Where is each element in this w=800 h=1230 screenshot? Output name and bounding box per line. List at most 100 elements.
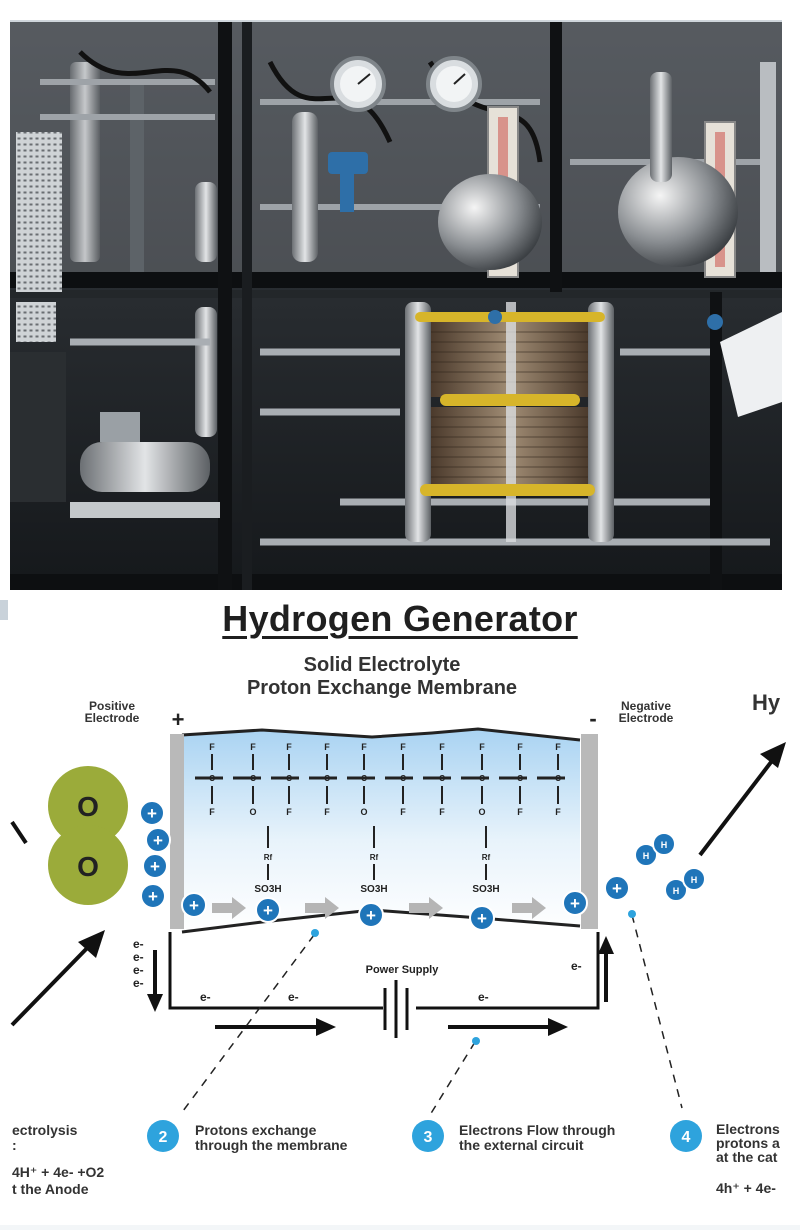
fluorine-label: F — [439, 807, 445, 817]
step-4-number: 4 — [682, 1129, 691, 1146]
leader-lines — [179, 914, 683, 1116]
plus-sign: + — [172, 707, 185, 732]
carbon-label: C — [209, 774, 215, 783]
hydrogen-symbol: H — [643, 851, 650, 861]
so3h-label: SO3H — [360, 884, 387, 895]
proton-ion: + — [604, 875, 630, 901]
electron-labels: e-e-e-e-e-e-e-e- — [133, 937, 582, 1004]
carbon-label: C — [324, 774, 330, 783]
polymer-unit: FCO — [249, 742, 256, 817]
fluorine-label: F — [324, 742, 330, 752]
step-3-badge — [412, 1120, 444, 1152]
polymer-unit: FCF — [286, 742, 292, 817]
incoming-arrow — [10, 930, 105, 1027]
fluorine-label: F — [400, 807, 406, 817]
minus-sign: - — [589, 706, 596, 731]
oxygen-small-label: O — [360, 807, 367, 817]
step-1-line3: 4H⁺ + 4e- +O2 — [12, 1164, 104, 1180]
leader-dots — [311, 910, 636, 1045]
positive-electrode-plate — [170, 734, 184, 929]
carbon-label: C — [250, 774, 256, 783]
left-edge-arrow-tail — [10, 820, 28, 845]
equipment-photo — [10, 20, 782, 590]
carbon-label: C — [361, 774, 367, 783]
polymer-unit: F C F — [555, 742, 561, 817]
polymer-unit: F C F — [439, 742, 445, 817]
polymer-unit: FCO — [478, 742, 485, 817]
pem-diagram-svg: Solid Electrolyte Proton Exchange Membra… — [10, 654, 786, 1197]
fluorine-label: F — [209, 807, 215, 817]
hydrogen-atom: H — [652, 832, 676, 856]
proton-flow-arrows — [212, 897, 546, 919]
negative-electrode-plate — [581, 734, 598, 929]
fluorine-label: F — [555, 807, 561, 817]
step-3-line2: the external circuit — [459, 1137, 584, 1153]
page-title: Hydrogen Generator — [222, 598, 578, 639]
proton-ions: ++++++++++ — [139, 800, 630, 931]
polymer-unit: FCF — [517, 742, 523, 817]
carbon-label: C — [400, 774, 406, 783]
rf-label: Rf — [482, 853, 491, 862]
membrane-top-edge — [181, 727, 581, 742]
membrane-header-line1: Solid Electrolyte — [304, 654, 461, 676]
fluorine-label: F — [479, 742, 485, 752]
proton-plus-sign: + — [570, 894, 580, 913]
electron-label: e- — [571, 959, 582, 973]
negative-electrode-label-1: Negative — [621, 699, 671, 713]
proton-ion: + — [562, 890, 588, 916]
carbon-label: C — [555, 774, 561, 783]
fluorine-label: F — [286, 807, 292, 817]
equipment-photo-illustration — [10, 22, 782, 590]
step-2-number: 2 — [159, 1129, 168, 1146]
proton-ion: + — [140, 883, 166, 909]
electron-label: e- — [133, 937, 144, 951]
proton-ion: + — [142, 853, 168, 879]
step-4-line1: Electrons — [716, 1121, 780, 1137]
proton-ion: + — [139, 800, 165, 826]
fluorine-label: F — [286, 742, 292, 752]
fluorine-label: F — [250, 742, 256, 752]
carbon-label: C — [479, 774, 485, 783]
fluorine-label: F — [555, 742, 561, 752]
fluorine-label: F — [517, 807, 523, 817]
fluorine-label: F — [400, 742, 406, 752]
proton-plus-sign: + — [150, 857, 160, 876]
electron-label: e- — [478, 990, 489, 1004]
positive-electrode-label-2: Electrode — [85, 711, 140, 725]
hydrogen-atom: H — [634, 843, 658, 867]
left-edge-marker — [0, 600, 8, 620]
step-1-line2: : — [12, 1137, 17, 1153]
pem-diagram: Solid Electrolyte Proton Exchange Membra… — [0, 650, 800, 1225]
polymer-unit: FCF — [209, 742, 215, 817]
polymer-unit: FCO — [360, 742, 367, 817]
electron-label: e- — [133, 976, 144, 990]
step-1-line1: ectrolysis — [12, 1122, 78, 1138]
electron-label: e- — [133, 950, 144, 964]
membrane-body — [182, 729, 580, 932]
proton-ion: + — [145, 827, 171, 853]
polymer-unit: FCF — [324, 742, 330, 817]
negative-electrode-label-2: Electrode — [619, 711, 674, 725]
proton-plus-sign: + — [366, 906, 376, 925]
electron-label: e- — [133, 963, 144, 977]
electron-label: e- — [200, 990, 211, 1004]
carbon-label: C — [439, 774, 445, 783]
proton-plus-sign: + — [189, 896, 199, 915]
step-4-badge — [670, 1120, 702, 1152]
hydrogen-symbol: H — [673, 886, 680, 896]
electron-label: e- — [288, 990, 299, 1004]
step-3-line1: Electrons Flow through — [459, 1122, 615, 1138]
proton-plus-sign: + — [148, 887, 158, 906]
membrane-header-line2: Proton Exchange Membrane — [247, 677, 517, 699]
oxygen-atom-top: O — [77, 791, 99, 822]
proton-ion: + — [255, 897, 281, 923]
hydrogen-symbol: H — [661, 840, 668, 850]
fluorine-label: F — [439, 742, 445, 752]
step-4-line4: 4h⁺ + 4e- — [716, 1180, 776, 1196]
hydrogen-partial-label: Hy — [752, 690, 781, 715]
hydrogen-atom: H — [664, 878, 688, 902]
hydrogen-atom: H — [682, 867, 706, 891]
